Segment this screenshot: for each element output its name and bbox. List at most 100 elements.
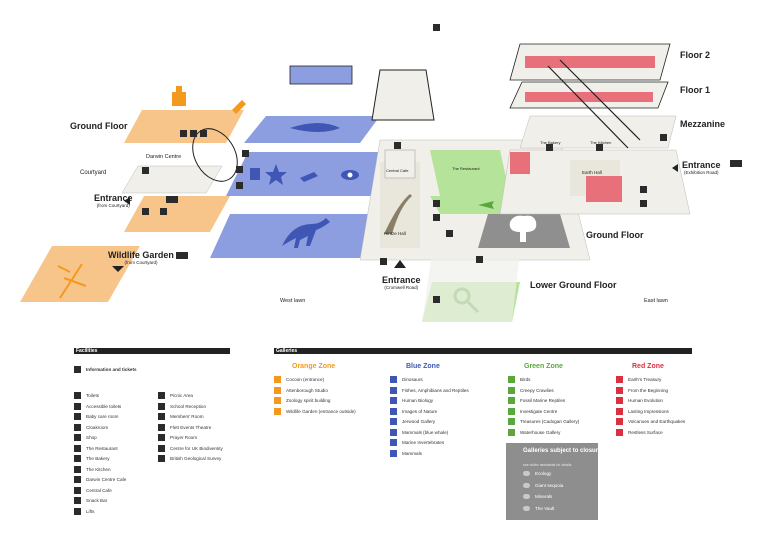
facility-item: Darwin Centre Cafe xyxy=(74,476,126,483)
central-tower xyxy=(371,69,435,121)
courtyard-entrance-label[interactable]: Entrance (from Courtyard) xyxy=(94,193,133,208)
red-zone-gallery-b[interactable] xyxy=(586,176,622,202)
gallery-item: Creepy Crawlies xyxy=(508,386,554,394)
courtyard-label: Courtyard xyxy=(80,170,107,176)
green-gallery-3-icon xyxy=(508,407,515,415)
facility-2-label: Baby care room xyxy=(86,414,119,419)
blue-gallery-3-label: Images of Nature xyxy=(402,408,438,414)
info-icon xyxy=(74,366,81,373)
closure-gallery-3-icon xyxy=(523,505,530,511)
gallery-item: Mammals xyxy=(390,449,422,457)
facility-4-label: Shop xyxy=(86,435,97,440)
green-gallery-0-label: Birds xyxy=(520,377,531,382)
darwin-centre-block[interactable] xyxy=(124,110,244,143)
facility-b2-icon xyxy=(158,413,165,420)
gallery-item: Ecology xyxy=(523,471,551,476)
kitchen-label: The Kitchen xyxy=(590,140,612,145)
gallery-item: Marine Invertebrates xyxy=(390,439,444,446)
exhibition-entrance-arrow[interactable] xyxy=(672,164,678,172)
green-gallery-5-label: Waterhouse Gallery xyxy=(520,429,561,435)
red-gallery-0-icon xyxy=(616,376,623,383)
facility-8-icon xyxy=(74,476,81,483)
hintze-hall-label: Hintze Hall xyxy=(384,231,406,236)
facility-b1-label: School Reception xyxy=(170,403,207,409)
facilities-legend: Facilities xyxy=(74,348,230,546)
facility-item: Toilets xyxy=(74,392,99,399)
blue-whale-icon xyxy=(290,123,340,132)
green-gallery-0-icon xyxy=(508,376,515,383)
facility-b1-icon xyxy=(158,402,165,410)
closure-gallery-0-icon xyxy=(523,471,530,476)
facility-item: Lifts xyxy=(74,507,94,515)
wildlife-entrance-arrow[interactable] xyxy=(112,266,124,272)
gallery-item: Restless Surface xyxy=(616,428,663,436)
red-gallery-2-label: Human Evolution xyxy=(628,398,663,403)
blue-gallery-5-icon xyxy=(390,428,397,436)
zoology-spirit-icon xyxy=(172,86,186,106)
darwin-centre-label: Darwin Centre xyxy=(146,154,182,160)
wildlife-garden-sub: (from Courtyard) xyxy=(124,260,158,265)
central-cafe-block[interactable] xyxy=(384,149,416,179)
gallery-item: Zoology spirit building xyxy=(274,397,330,404)
facility-item: Baby care room xyxy=(74,413,118,420)
gallery-item: Fishes, Amphibians and Reptiles xyxy=(390,386,469,394)
closure-gallery-2-icon xyxy=(523,494,530,499)
red-zone-gallery-a[interactable] xyxy=(510,152,530,174)
lower-ground-floor xyxy=(412,252,520,322)
hintze-diplodocus-icon xyxy=(384,194,412,234)
gallery-item: Attenborough Studio xyxy=(274,386,328,394)
cromwell-entrance-title: Entrance xyxy=(382,275,421,285)
red-gallery-1-label: From the Beginning xyxy=(628,387,669,393)
museum-floor-map xyxy=(20,24,742,322)
green-zone-title: Green Zone xyxy=(524,363,563,370)
mezzanine-floor xyxy=(519,115,677,149)
facility-item: Shop xyxy=(74,434,97,441)
ecology-tree-icon xyxy=(509,215,537,242)
gallery-item: Giant sequoia xyxy=(523,482,563,488)
closure-subtitle: see visitor assistants for details xyxy=(523,463,572,467)
dragonfly-icon xyxy=(57,263,87,299)
facility-5-label: The Restaurant xyxy=(86,445,118,451)
galleries-heading: Galleries xyxy=(274,348,692,354)
blue-gallery-4-icon xyxy=(390,418,397,425)
attenborough-studio-icon xyxy=(232,100,246,114)
courtyard-entrance-arrow[interactable] xyxy=(124,197,130,205)
facility-b3-label: Flett Events Theatre xyxy=(170,424,212,430)
facility-10-icon xyxy=(74,497,81,504)
blue-gallery-2-icon xyxy=(390,397,397,404)
blue-zone-icons xyxy=(250,164,359,185)
courtyard-entrance-sub: (from Courtyard) xyxy=(96,203,130,208)
blue-gallery-0-label: Dinosaurs xyxy=(402,377,423,382)
facility-b0-icon xyxy=(158,392,165,399)
wildlife-garden-entrance-label[interactable]: Wildlife Garden (from Courtyard) xyxy=(108,250,174,265)
cromwell-entrance-sub: (Cromwell Road) xyxy=(384,285,419,290)
gallery-item: The Vault xyxy=(523,505,554,511)
wildlife-garden-area[interactable] xyxy=(20,246,140,302)
blue-zone-title: Blue Zone xyxy=(406,363,440,370)
facility-7-label: The Kitchen xyxy=(86,466,111,472)
gallery-item: Human Biology xyxy=(390,397,433,404)
orange-gallery-2-icon xyxy=(274,397,281,404)
blue-gallery-2-label: Human Biology xyxy=(402,398,434,403)
cromwell-entrance-label[interactable]: Entrance (Cromwell Road) xyxy=(382,275,421,290)
blue-gallery-6-label: Marine Invertebrates xyxy=(402,440,445,445)
facility-6-icon xyxy=(74,455,81,462)
darwin-centre-lower-block xyxy=(124,196,230,232)
green-gallery-2-icon xyxy=(508,397,515,404)
courtyard-entrance-access-icon xyxy=(166,196,178,203)
orange-gallery-0-icon xyxy=(274,376,281,383)
facility-item: Central Cafe xyxy=(74,486,112,494)
exhibition-entrance-label[interactable]: Entrance (Exhibition Road) xyxy=(682,160,721,175)
facility-5-icon xyxy=(74,444,81,452)
green-zone-restaurant[interactable] xyxy=(430,150,510,196)
cromwell-entrance-arrow[interactable] xyxy=(394,260,406,268)
closure-title: Galleries subject to closure xyxy=(523,448,602,454)
restaurant-label: The Restaurant xyxy=(452,166,480,171)
gallery-item: Minerals xyxy=(523,494,552,499)
facilities-heading: Facilities xyxy=(74,348,230,354)
facility-item: Members' Room xyxy=(158,413,204,420)
facility-9-icon xyxy=(74,486,81,494)
blue-gallery-3-icon xyxy=(390,407,397,415)
gallery-item: Investigate Centre xyxy=(508,407,557,415)
wildlife-access-icon xyxy=(176,252,188,259)
